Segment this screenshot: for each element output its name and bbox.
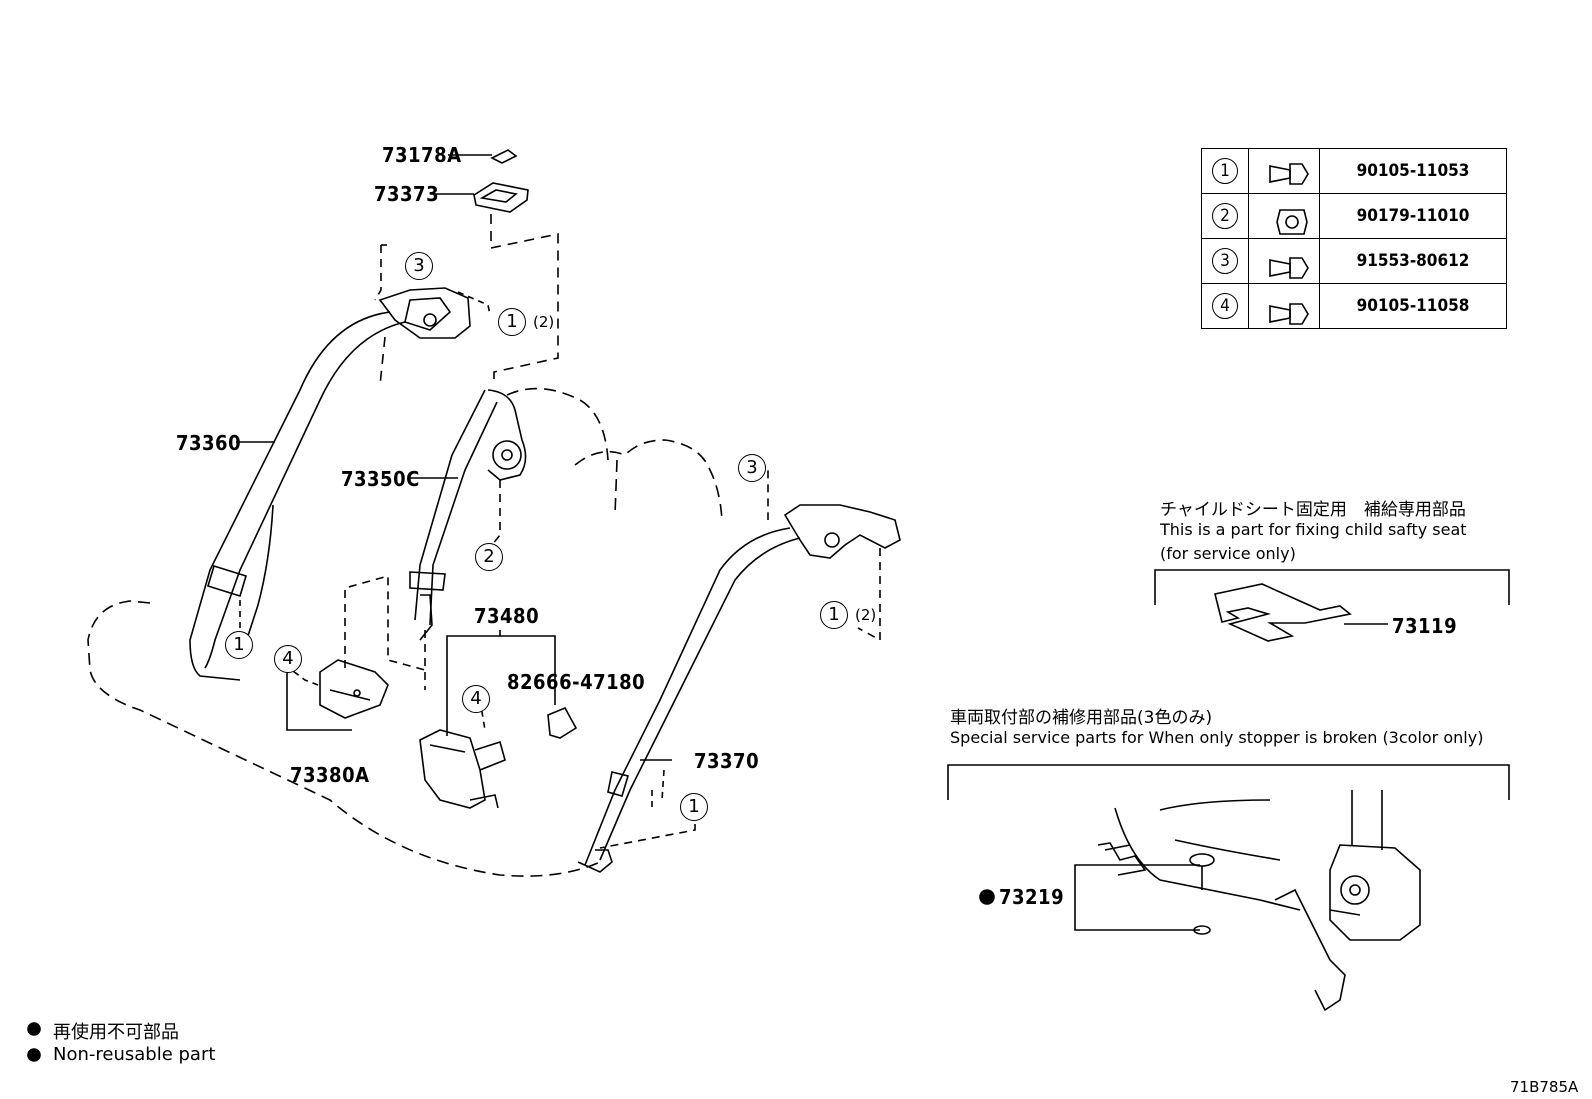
part-label-73380a: 73380A (290, 763, 370, 787)
part-label-73370: 73370 (694, 749, 760, 773)
quantity-label: (2) (855, 606, 877, 624)
part-label-73178a: 73178A (382, 143, 462, 167)
non-reusable-marker (979, 889, 995, 905)
callout-1: 1 (820, 601, 848, 629)
connector-82666 (547, 706, 578, 739)
child-seat-note-en: This is a part for fixing child safty se… (1160, 520, 1467, 539)
part-label-73373: 73373 (374, 182, 440, 206)
bolt-icon-cell (1248, 283, 1320, 329)
callout-4: 4 (274, 645, 302, 673)
legend-jp: 再使用不可部品 (53, 1022, 179, 1043)
callout-4: 4 (462, 685, 490, 713)
child-seat-note-en2: (for service only) (1160, 544, 1296, 563)
callout-1: 1 (225, 631, 253, 659)
legend-bullet (27, 1022, 41, 1036)
part-label-73219: 73219 (999, 885, 1065, 909)
fastener-part-number: 90105-11058 (1319, 283, 1507, 329)
nut-icon-cell (1248, 193, 1320, 239)
table-row: 1 90105-11053 (1201, 148, 1507, 194)
part-label-73480: 73480 (474, 604, 540, 628)
ref-circle: 2 (1212, 203, 1238, 229)
seat-cushion-outline (87, 600, 601, 877)
drawing-code: 71B785A (1510, 1078, 1579, 1096)
stopper-note-en: Special service parts for When only stop… (950, 728, 1484, 747)
callout-1: 1 (498, 308, 526, 336)
table-row: 2 90179-11010 (1201, 193, 1507, 239)
retractor-73480 (419, 729, 506, 809)
bolt-icon-cell (1248, 148, 1320, 194)
fastener-part-number: 91553-80612 (1319, 238, 1507, 284)
cover-73373 (473, 182, 529, 213)
legend-en: Non-reusable part (53, 1044, 216, 1065)
part-73119-shape (1214, 583, 1352, 642)
part-label-73360: 73360 (176, 431, 242, 455)
quantity-label: (2) (533, 313, 555, 331)
fastener-part-number: 90179-11010 (1319, 193, 1507, 239)
callout-3: 3 (738, 454, 766, 482)
belt-73370 (577, 504, 901, 873)
stopper-note-jp: 車両取付部の補修用部品(3色のみ) (950, 708, 1213, 728)
table-row: 4 90105-11058 (1201, 283, 1507, 329)
callout-2: 2 (475, 543, 503, 571)
fastener-part-number: 90105-11053 (1319, 148, 1507, 194)
part-label-73350c: 73350C (341, 467, 420, 491)
legend-bullet (27, 1048, 41, 1062)
belt-73350c (409, 389, 527, 641)
fastener-table: 1 90105-11053 2 90179-11010 3 91553-8061… (1201, 148, 1507, 329)
child-seat-note-jp: チャイルドシート固定用 補給専用部品 (1160, 500, 1466, 520)
belt-73360 (189, 287, 471, 681)
part-label-82666: 82666-47180 (507, 670, 646, 694)
ref-circle: 4 (1212, 293, 1238, 319)
seat-back-outline (506, 387, 723, 521)
buckle-73380a (319, 659, 389, 719)
callout-1: 1 (680, 793, 708, 821)
part-label-73119: 73119 (1392, 614, 1458, 638)
clip-73178a (490, 149, 518, 164)
bolt-icon-cell (1248, 238, 1320, 284)
callout-3: 3 (405, 252, 433, 280)
table-row: 3 91553-80612 (1201, 238, 1507, 284)
stopper-73219-detail (1097, 790, 1421, 1012)
ref-circle: 1 (1212, 158, 1238, 184)
ref-circle: 3 (1212, 248, 1238, 274)
